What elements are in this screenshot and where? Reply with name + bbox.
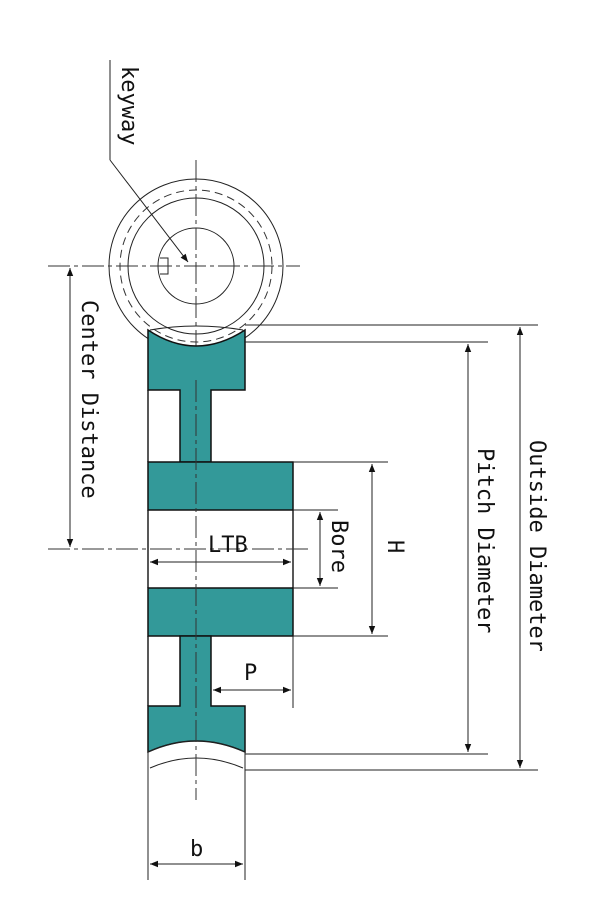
- h-label: H: [382, 540, 407, 553]
- dim-pitch-diameter: Pitch Diameter: [245, 341, 497, 755]
- center-distance-label: Center Distance: [76, 300, 101, 499]
- b-label: b: [190, 837, 203, 862]
- outside-diameter-label: Outside Diameter: [524, 440, 549, 652]
- hub-upper: [147, 461, 294, 511]
- dim-p: P: [213, 636, 294, 708]
- hub-lower: [147, 587, 294, 637]
- keyway-label: keyway: [116, 66, 141, 145]
- dim-outside-diameter: Outside Diameter: [245, 324, 549, 771]
- dim-b: b: [147, 775, 246, 880]
- p-label: P: [244, 661, 257, 686]
- dim-center-distance: Center Distance: [66, 268, 101, 547]
- dim-ltb: LTB: [150, 533, 291, 566]
- worm-wheel-section: [48, 325, 310, 800]
- dim-bore: Bore: [293, 509, 351, 589]
- dim-h: H: [293, 461, 407, 637]
- pitch-diameter-label: Pitch Diameter: [472, 448, 497, 633]
- ltb-label: LTB: [208, 533, 248, 558]
- keyway-callout: keyway: [109, 60, 189, 263]
- bore-label: Bore: [326, 520, 351, 573]
